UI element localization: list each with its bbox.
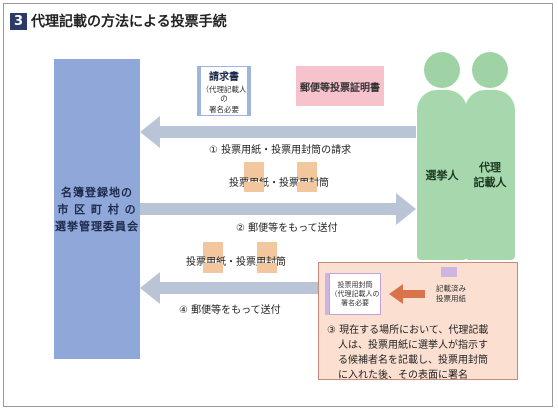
ballot-envelope-line-3: 署名必要 bbox=[341, 298, 369, 307]
envelope-icon bbox=[203, 242, 223, 260]
proxy-label-line-2: 記載人 bbox=[473, 176, 507, 189]
envelopes-label-1: 投票用紙・投票用封筒 bbox=[229, 178, 329, 189]
ballot-envelope-line-2: （代理記載人の bbox=[330, 289, 380, 298]
insert-arrow-icon bbox=[389, 284, 425, 304]
request-form-note-1: （代理記載人の bbox=[201, 85, 247, 103]
diagram-frame: 3 代理記載の方法による投票手続 名簿登録地の 市 区 町 村 の 選挙管理委員… bbox=[3, 3, 553, 407]
step3-line-3: る候補者名を記載し、投票用封筒 bbox=[338, 355, 488, 366]
arrow-step2-right bbox=[140, 193, 416, 225]
step3-box: 投票用封筒 （代理記載人の 署名必要 記載済み 投票用紙 ③ 現在する場所におい… bbox=[318, 262, 518, 383]
ballot-envelope-line-1: 投票用封筒 bbox=[337, 280, 373, 289]
step3-line-4: に入れた後、その表面に署名 bbox=[338, 370, 468, 381]
voter-body: 選挙人 bbox=[417, 90, 467, 260]
section-number-badge: 3 bbox=[10, 12, 27, 30]
step1-label: ① 投票用紙・投票用封筒の請求 bbox=[209, 145, 352, 156]
section-title: 代理記載の方法による投票手続 bbox=[31, 14, 227, 30]
envelope-icon bbox=[244, 162, 264, 180]
proxy-body: 代理 記載人 bbox=[465, 90, 515, 260]
request-form-card: 請求書 （代理記載人の 署名必要 bbox=[197, 66, 251, 116]
envelope-icon bbox=[257, 263, 277, 273]
flow-arrows bbox=[140, 116, 416, 304]
step3-description: ③ 現在する場所において、代理記載 人は、投票用紙に選挙人が指示す る候補者名を… bbox=[327, 323, 513, 383]
filled-ballot-line-2: 投票用紙 bbox=[436, 294, 466, 303]
filled-ballot-card: 記載済み 投票用紙 bbox=[429, 277, 473, 311]
step4-label: ④ 郵便等をもって送付 bbox=[179, 305, 281, 316]
envelope-icon bbox=[244, 182, 264, 192]
arrow-step4-left bbox=[140, 272, 318, 304]
proxy-label-line-1: 代理 bbox=[479, 161, 501, 174]
committee-line-3: 選挙管理委員会 bbox=[55, 219, 139, 233]
step2-label: ② 郵便等をもって送付 bbox=[236, 223, 338, 234]
ballot-envelope-edge bbox=[325, 273, 329, 315]
step3-line-2: 人は、投票用紙に選挙人が指示す bbox=[338, 340, 488, 351]
committee-line-1: 名簿登録地の bbox=[61, 185, 133, 199]
voter-label: 選挙人 bbox=[425, 168, 459, 182]
step3-line-1: ③ 現在する場所において、代理記載 bbox=[327, 325, 489, 336]
voter-head bbox=[424, 52, 460, 88]
envelope-icon bbox=[257, 242, 277, 260]
ballot-envelope-card: 投票用封筒 （代理記載人の 署名必要 bbox=[329, 273, 381, 315]
filled-ballot-icon bbox=[441, 267, 457, 279]
postal-voting-certificate: 郵便等投票証明書 bbox=[296, 66, 384, 106]
certificate-label: 郵便等投票証明書 bbox=[300, 82, 380, 94]
envelopes-label-2: 投票用紙・投票用封筒 bbox=[186, 257, 286, 268]
committee-line-2: 市 区 町 村 の bbox=[57, 202, 137, 216]
proxy-head bbox=[472, 52, 508, 88]
election-committee-column: 名簿登録地の 市 区 町 村 の 選挙管理委員会 bbox=[54, 59, 140, 359]
envelope-icon bbox=[297, 162, 317, 180]
filled-ballot-line-1: 記載済み bbox=[436, 284, 466, 293]
envelope-icon bbox=[297, 182, 317, 192]
envelope-icon bbox=[203, 263, 223, 273]
request-form-title: 請求書 bbox=[209, 72, 239, 83]
arrow-step1-left bbox=[140, 116, 416, 148]
request-form-note-2: 署名必要 bbox=[209, 105, 239, 114]
section-header: 3 代理記載の方法による投票手続 bbox=[10, 11, 227, 31]
